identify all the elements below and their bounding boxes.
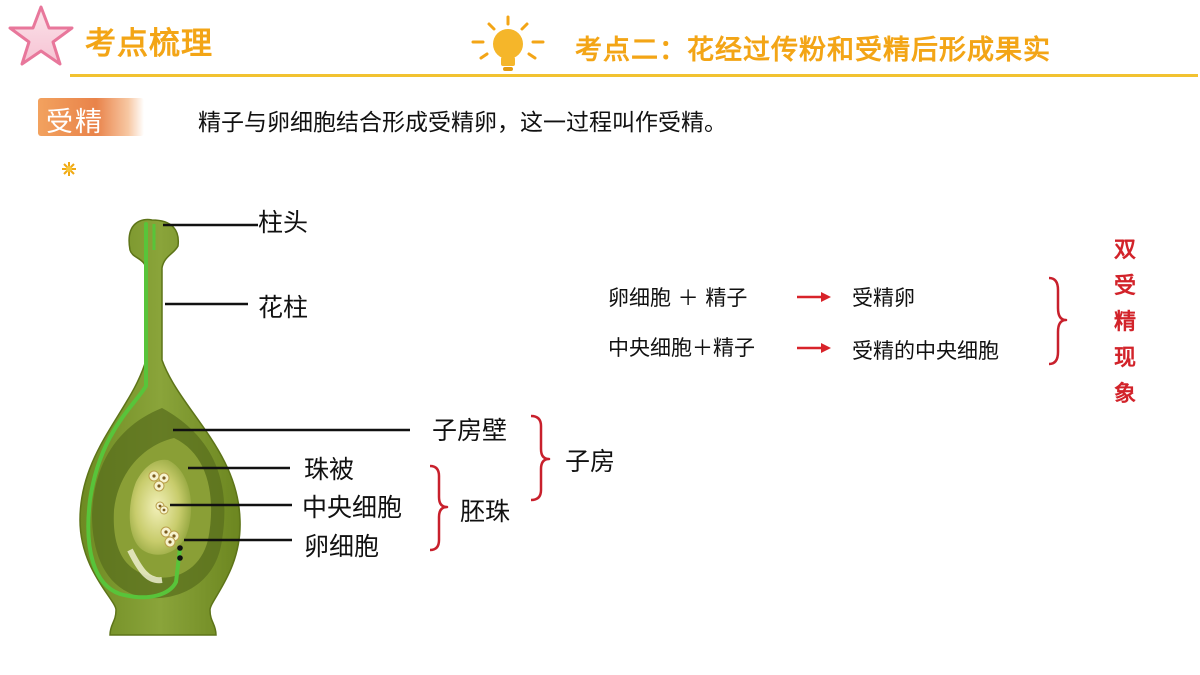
label-stigma: 柱头 bbox=[258, 208, 309, 237]
double-fertilization-label: 双受精现象 bbox=[1113, 237, 1136, 407]
sparkle-icon bbox=[62, 162, 76, 176]
pistil-diagram bbox=[79, 218, 241, 636]
label-style: 花柱 bbox=[258, 293, 309, 322]
label-ovary-wall: 子房壁 bbox=[432, 416, 508, 445]
label-ovary: 子房 bbox=[565, 447, 616, 476]
label-ovule: 胚珠 bbox=[460, 497, 511, 526]
definition-text: 精子与卵细胞结合形成受精卵，这一过程叫作受精。 bbox=[198, 110, 727, 136]
bracket-ovary bbox=[530, 414, 551, 502]
equation-row2-left: 中央细胞＋精子 bbox=[608, 336, 755, 360]
bracket-ovule bbox=[429, 464, 449, 552]
bracket-double-fertilization bbox=[1048, 276, 1068, 366]
equation-row1-result: 受精卵 bbox=[852, 286, 915, 310]
lightbulb-icon bbox=[471, 15, 545, 71]
topic-title: 考点二：花经过传粉和受精后形成果实 bbox=[575, 35, 1051, 66]
header-divider bbox=[70, 74, 1198, 77]
equation-row1-left: 卵细胞 ＋ 精子 bbox=[608, 286, 748, 310]
concept-tag: 受精 bbox=[46, 107, 104, 138]
concept-tag-background bbox=[38, 98, 144, 136]
label-central-cell: 中央细胞 bbox=[302, 493, 403, 522]
star-icon bbox=[8, 5, 74, 66]
section-title: 考点梳理 bbox=[85, 26, 213, 62]
embryo-sac-cells bbox=[148, 470, 180, 548]
pollen-tube bbox=[86, 222, 182, 600]
label-egg-cell: 卵细胞 bbox=[304, 532, 380, 561]
equation-row2-result: 受精的中央细胞 bbox=[852, 339, 999, 363]
label-integument: 珠被 bbox=[304, 455, 355, 484]
